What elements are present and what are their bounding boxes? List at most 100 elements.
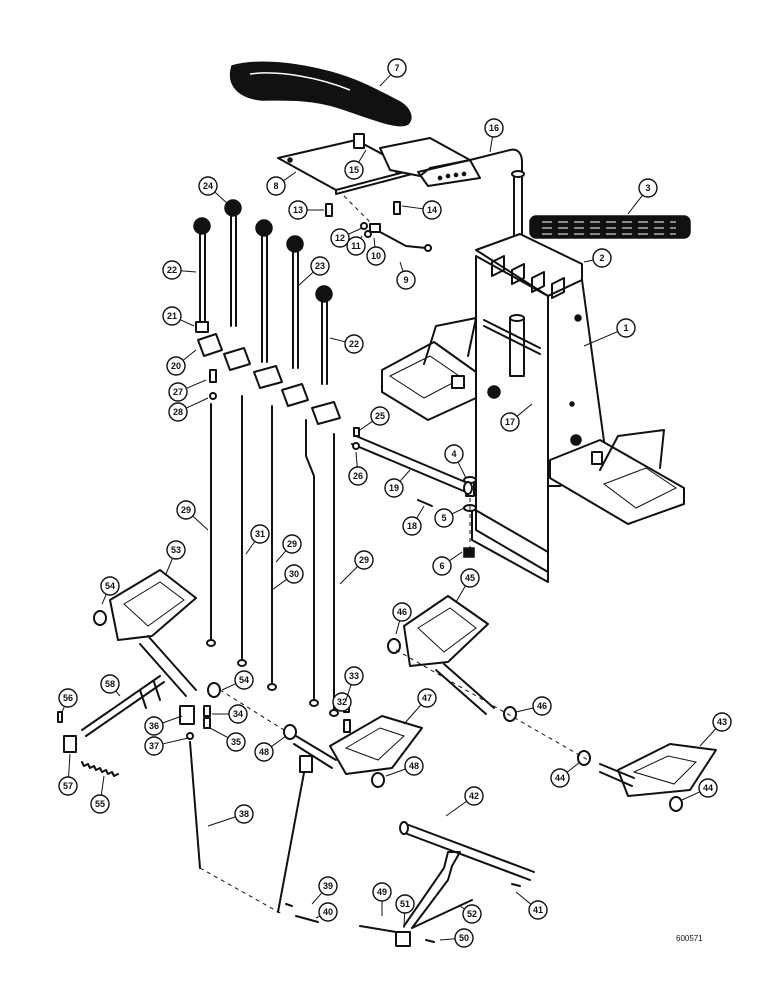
callout-24: 24 [198, 176, 229, 205]
callout-48: 48 [385, 756, 424, 777]
callout-number: 23 [315, 261, 325, 271]
callout-7: 7 [379, 58, 407, 87]
callout-58: 58 [100, 674, 121, 697]
callout-number: 53 [171, 545, 181, 555]
callout-number: 39 [323, 881, 333, 891]
callout-number: 22 [349, 339, 359, 349]
callout-number: 29 [359, 555, 369, 565]
callout-number: 1 [623, 323, 628, 333]
callout-52: 52 [459, 904, 482, 924]
callout-circle [344, 160, 364, 180]
callout-circle [528, 900, 548, 920]
callout-40: 40 [315, 902, 338, 922]
brake-rods [189, 741, 313, 915]
operator-pedestal-frame [471, 233, 607, 583]
callout-leader [449, 551, 463, 562]
right-pedal [577, 743, 717, 812]
callout-leader [457, 461, 467, 479]
callout-circle [432, 556, 452, 576]
callout-number: 54 [105, 581, 115, 591]
callout-55: 55 [90, 775, 110, 814]
callout-leader [275, 550, 287, 563]
callout-number: 48 [409, 761, 419, 771]
callout-8: 8 [266, 171, 297, 196]
hand-lever-assembly [193, 199, 333, 385]
callout-number: 13 [293, 205, 303, 215]
callout-circle [58, 688, 78, 708]
callout-circle [404, 756, 424, 776]
callout-circle [168, 382, 188, 402]
callout-1: 1 [583, 318, 636, 347]
callout-leader [583, 259, 594, 263]
callout-leader [162, 737, 189, 745]
callout-circle [254, 742, 274, 762]
callout-leader [358, 149, 367, 163]
callout-circle [250, 524, 270, 544]
callout-leader [270, 735, 287, 748]
callout-19: 19 [384, 469, 411, 498]
parking-lever [359, 851, 473, 947]
callout-number: 44 [703, 783, 713, 793]
callout-circle [176, 500, 196, 520]
callout-30: 30 [271, 564, 304, 591]
callout-leader [179, 319, 195, 327]
callout-41: 41 [515, 891, 548, 920]
callout-39: 39 [311, 876, 338, 905]
callout-circle [395, 894, 415, 914]
callout-circle [310, 256, 330, 276]
callout-50: 50 [439, 928, 474, 948]
callout-51: 51 [395, 894, 415, 929]
callout-number: 47 [422, 693, 432, 703]
callout-number: 37 [149, 741, 159, 751]
callout-29: 29 [275, 534, 302, 563]
callout-leader [192, 515, 209, 531]
callout-36: 36 [144, 715, 183, 736]
callout-number: 3 [645, 183, 650, 193]
callout-leader [283, 171, 297, 182]
callout-leader [209, 727, 229, 739]
callout-circle [500, 412, 520, 432]
callout-circle [444, 444, 464, 464]
callout-leader [439, 938, 456, 941]
callout-leader [182, 349, 197, 361]
callout-leader [379, 74, 392, 87]
callout-number: 54 [239, 675, 249, 685]
callout-circle [198, 176, 218, 196]
callout-number: 56 [63, 693, 73, 703]
decal-plate [529, 215, 691, 239]
callout-circle [288, 200, 308, 220]
callout-leader [455, 585, 466, 603]
control-rods [206, 395, 339, 717]
callout-circle [344, 666, 364, 686]
callout-number: 26 [353, 471, 363, 481]
callout-43: 43 [699, 712, 732, 747]
callout-2: 2 [583, 248, 612, 268]
callout-49: 49 [372, 882, 392, 916]
callout-circle [226, 732, 246, 752]
left-footrest [381, 317, 477, 421]
callout-47: 47 [403, 688, 437, 725]
callout-leader [445, 800, 467, 817]
callout-44: 44 [681, 778, 718, 801]
callout-circle [712, 712, 732, 732]
callout-leader [395, 620, 401, 635]
callout-number: 5 [441, 513, 446, 523]
callout-leader [583, 331, 618, 347]
callout-circle [282, 534, 302, 554]
callout-number: 11 [351, 241, 361, 251]
callout-22: 22 [162, 260, 197, 280]
callout-leader [385, 768, 406, 777]
callout-number: 9 [403, 275, 408, 285]
callout-number: 41 [533, 905, 543, 915]
callout-circle [100, 576, 120, 596]
callout-number: 43 [717, 717, 727, 727]
callout-leader [451, 507, 465, 515]
callout-45: 45 [455, 568, 480, 603]
callout-circle [58, 776, 78, 796]
callout-16: 16 [484, 118, 504, 153]
callout-circle [464, 786, 484, 806]
callout-circle [168, 402, 188, 422]
callout-number: 51 [400, 899, 410, 909]
callout-46: 46 [515, 696, 552, 716]
callout-leader [516, 403, 533, 417]
